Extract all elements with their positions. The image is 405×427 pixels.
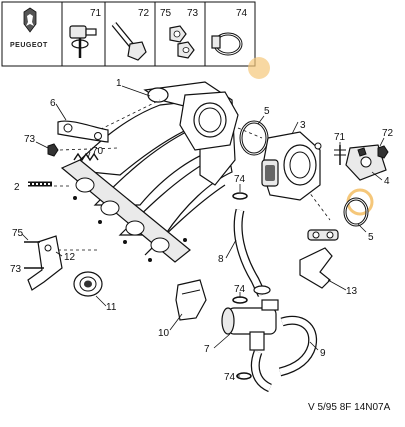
callout-13: 13 bbox=[346, 286, 358, 297]
callout-70: 70 bbox=[92, 146, 104, 157]
callout-8: 8 bbox=[218, 254, 224, 265]
hose-8 bbox=[233, 208, 271, 297]
fastener-75-label: 75 bbox=[160, 8, 172, 19]
callout-2: 2 bbox=[14, 182, 20, 193]
fastener-72-label: 72 bbox=[138, 8, 150, 19]
fastener-74-thumbnail: 74 bbox=[211, 8, 248, 56]
callout-9: 9 bbox=[320, 348, 326, 359]
callout-1: 1 bbox=[116, 78, 122, 89]
intake-manifold bbox=[60, 81, 239, 263]
callout-5-upper: 5 bbox=[264, 106, 270, 117]
bracket-13 bbox=[299, 229, 339, 289]
bracket-6 bbox=[57, 120, 109, 143]
callout-74-top: 74 bbox=[234, 174, 246, 185]
brand-name: PEUGEOT bbox=[10, 42, 48, 49]
gasket-5-upper bbox=[239, 120, 269, 156]
callout-74-bottom: 74 bbox=[224, 372, 236, 383]
assembly-line bbox=[59, 147, 119, 151]
callout-72: 72 bbox=[382, 128, 394, 139]
callout-11: 11 bbox=[106, 302, 117, 313]
hose-clamp-74 bbox=[232, 192, 252, 380]
grommet-11 bbox=[73, 271, 103, 297]
bracket-10 bbox=[175, 279, 207, 321]
fastener-74-label: 74 bbox=[236, 8, 248, 19]
fastener-75-thumbnail: 75 bbox=[160, 8, 187, 43]
callout-12: 12 bbox=[64, 252, 76, 263]
gasket-5-lower bbox=[343, 197, 369, 227]
callout-74-middle: 74 bbox=[234, 284, 246, 295]
sensor-4 bbox=[345, 144, 387, 181]
callout-7: 7 bbox=[204, 344, 210, 355]
callout-71: 71 bbox=[334, 132, 346, 143]
peugeot-logo: PEUGEOT bbox=[10, 7, 48, 49]
callout-73-upper: 73 bbox=[24, 134, 36, 145]
bracket-12 bbox=[27, 235, 63, 291]
callout-5-lower: 5 bbox=[368, 232, 374, 243]
callout-6: 6 bbox=[50, 98, 56, 109]
drawing-reference-code: V 5/95 8F 14N07A bbox=[308, 402, 391, 413]
throttle-body bbox=[261, 131, 322, 201]
fastener-73-label: 73 bbox=[187, 8, 199, 19]
fastener-72-thumbnail: 72 bbox=[111, 8, 150, 61]
hose-9 bbox=[278, 315, 318, 377]
highlight-marker-top bbox=[248, 57, 270, 79]
fastener-71-label: 71 bbox=[90, 8, 102, 19]
bolt-72 bbox=[377, 145, 389, 159]
assembly-line bbox=[237, 127, 263, 139]
callout-labels: 1 2 3 4 5 5 6 7 8 9 10 11 12 13 70 71 72… bbox=[10, 78, 394, 383]
bolt-73-upper bbox=[47, 143, 59, 157]
leader-lines bbox=[21, 85, 385, 377]
lower-hose bbox=[250, 350, 273, 393]
callout-4: 4 bbox=[384, 176, 390, 187]
fastener-71-thumbnail: 71 bbox=[69, 8, 102, 58]
callout-3: 3 bbox=[300, 120, 306, 131]
valve-7 bbox=[221, 299, 279, 351]
assembly-line bbox=[94, 99, 161, 133]
spring-70 bbox=[73, 152, 99, 162]
bolt-71 bbox=[334, 145, 346, 165]
callout-73-lower: 73 bbox=[10, 264, 22, 275]
callout-75: 75 bbox=[12, 228, 24, 239]
fastener-73-thumbnail: 73 bbox=[177, 8, 199, 59]
callout-10: 10 bbox=[158, 328, 170, 339]
